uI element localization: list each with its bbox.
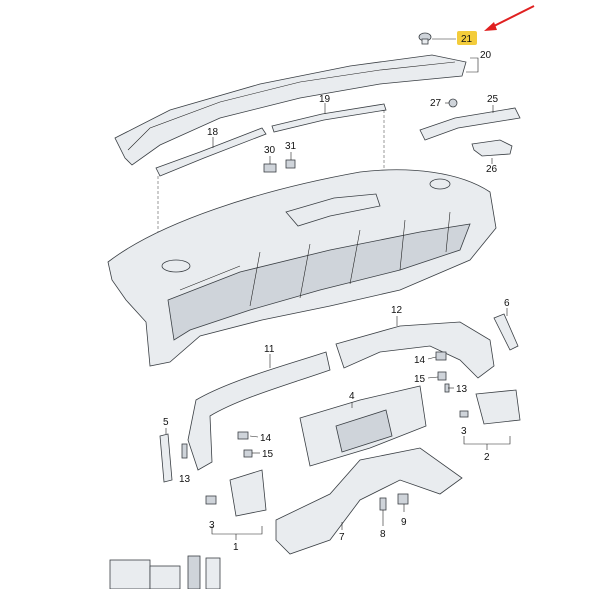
callout-21: 21 <box>461 34 473 45</box>
trim-part-5 <box>159 428 173 483</box>
air-duct-part-7 <box>275 447 463 555</box>
callout-12: 12 <box>391 305 403 316</box>
fasteners-part-8-9 <box>379 493 409 526</box>
callout-14-left: 14 <box>260 433 272 444</box>
callout-15-right: 15 <box>414 374 426 385</box>
callout-3-right: 3 <box>461 426 467 437</box>
callout-15-left: 15 <box>262 449 274 460</box>
callout-18: 18 <box>207 127 219 138</box>
dashboard-carrier <box>107 169 497 367</box>
callout-25: 25 <box>487 94 499 105</box>
callout-5: 5 <box>163 417 169 428</box>
callout-30: 30 <box>264 145 276 156</box>
callout-27: 27 <box>430 98 442 109</box>
callout-31: 31 <box>285 141 297 152</box>
callout-19: 19 <box>319 94 331 105</box>
callout-2: 2 <box>484 452 490 463</box>
callout-13-left: 13 <box>179 474 191 485</box>
defroster-strip-part-18 <box>155 127 267 240</box>
clip-part-21 <box>418 32 456 45</box>
callout-3-left: 3 <box>209 520 215 531</box>
callout-13-right: 13 <box>456 384 468 395</box>
side-vent-part-1 <box>205 469 267 540</box>
air-duct-parts-25-26-27 <box>419 98 521 164</box>
red-arrow-indicator <box>484 5 535 31</box>
defroster-strip-part-19 <box>271 103 387 205</box>
callout-1: 1 <box>233 542 239 553</box>
callout-26: 26 <box>486 164 498 175</box>
center-vent-part-4 <box>299 385 427 467</box>
callout-20: 20 <box>480 50 492 61</box>
clips-part-30-31 <box>263 152 296 173</box>
callout-21-highlight <box>457 31 477 45</box>
callout-6: 6 <box>504 298 510 309</box>
fasteners-right-14-15-13 <box>427 351 454 393</box>
fasteners-left-14-15-13 <box>181 431 260 459</box>
trim-part-6 <box>493 308 519 351</box>
air-duct-part-11 <box>187 351 331 471</box>
callout-8: 8 <box>380 529 386 540</box>
callout-4: 4 <box>349 391 355 402</box>
air-duct-part-12 <box>335 316 495 379</box>
bottom-partial-parts <box>109 555 221 589</box>
callout-7: 7 <box>339 532 345 543</box>
callout-11: 11 <box>264 344 275 355</box>
cowl-panel-part-20 <box>114 54 479 166</box>
side-vent-part-2 <box>459 389 521 450</box>
callout-9: 9 <box>401 517 407 528</box>
callout-14-right: 14 <box>414 355 426 366</box>
